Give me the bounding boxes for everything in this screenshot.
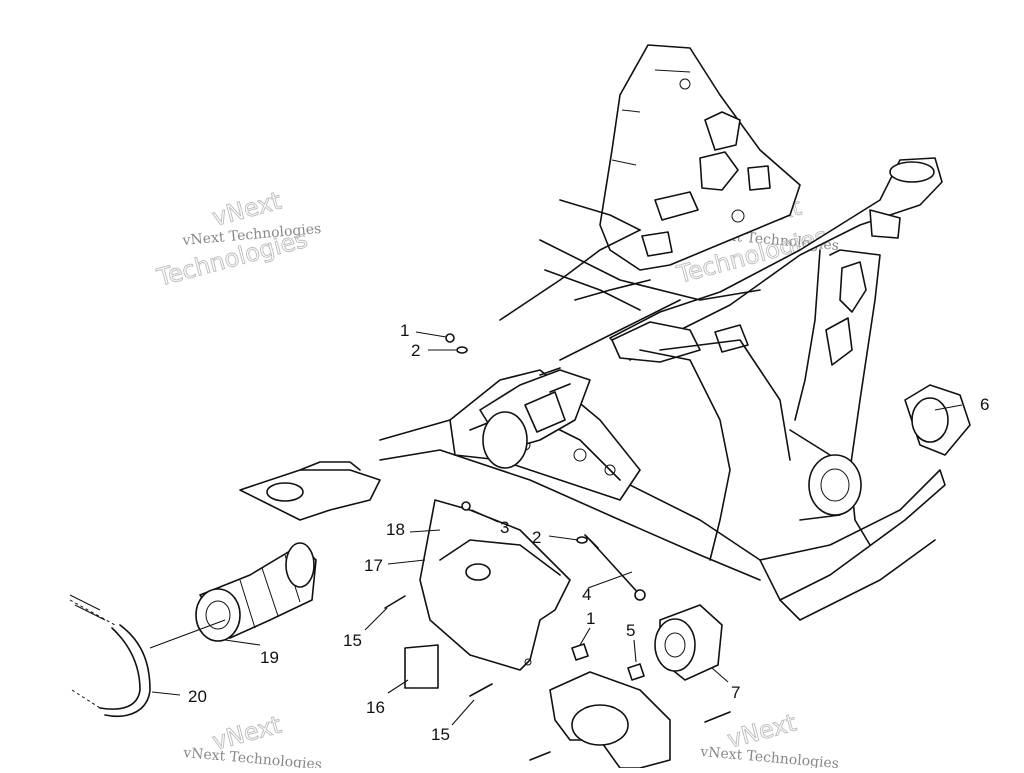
callout-7: 7 — [731, 683, 740, 702]
frame-upper-arm — [609, 157, 943, 363]
callout-16: 16 — [366, 698, 385, 717]
callout-20: 20 — [188, 687, 207, 706]
frame-front-bracket — [239, 461, 381, 521]
part-7-bushing — [654, 604, 723, 681]
small-hardware — [445, 333, 645, 681]
watermark-bottom-right: vNext vNext Technologies — [699, 708, 840, 772]
callout-19: 19 — [260, 648, 279, 667]
mount-assembly-upper — [479, 367, 591, 469]
part-17-shield — [419, 499, 571, 671]
callout-5: 5 — [626, 621, 635, 640]
frame-right-drum — [789, 429, 862, 521]
part-4-bolt — [584, 534, 646, 601]
frame-upright-plate — [599, 44, 801, 271]
callout-6: 6 — [980, 395, 989, 414]
part-19-clutch — [195, 542, 317, 642]
callout-2-lower: 2 — [532, 528, 541, 547]
callout-1-upper: 1 — [400, 321, 409, 340]
mount-bracket-lower — [529, 671, 671, 769]
svg-text:vNext Technologies: vNext Technologies — [699, 744, 840, 768]
part-15-bolts — [384, 595, 731, 723]
watermark-bottom-left: vNext vNext Technologies — [182, 710, 323, 773]
callout-1-lower: 1 — [586, 609, 595, 628]
callout-17: 17 — [364, 556, 383, 575]
callout-18: 18 — [386, 520, 405, 539]
frame-right-rail — [759, 249, 946, 621]
callout-15-left: 15 — [343, 631, 362, 650]
watermark-top-left: vNext vNext Technologies Technologies — [153, 186, 322, 292]
part-20-chain — [69, 594, 151, 717]
callout-15-bottom: 15 — [431, 725, 450, 744]
frame-crossmembers — [499, 199, 791, 561]
callout-labels: 1 2 3 2 1 4 5 6 7 15 15 16 17 18 19 20 — [188, 321, 989, 744]
leader-lines — [149, 331, 963, 726]
part-16-decal — [404, 644, 439, 689]
svg-text:vNext Technologies: vNext Technologies — [182, 745, 323, 768]
callout-2-upper: 2 — [411, 341, 420, 360]
callout-3: 3 — [500, 518, 509, 537]
part-6-bushing — [904, 384, 971, 456]
callout-4: 4 — [582, 585, 591, 604]
